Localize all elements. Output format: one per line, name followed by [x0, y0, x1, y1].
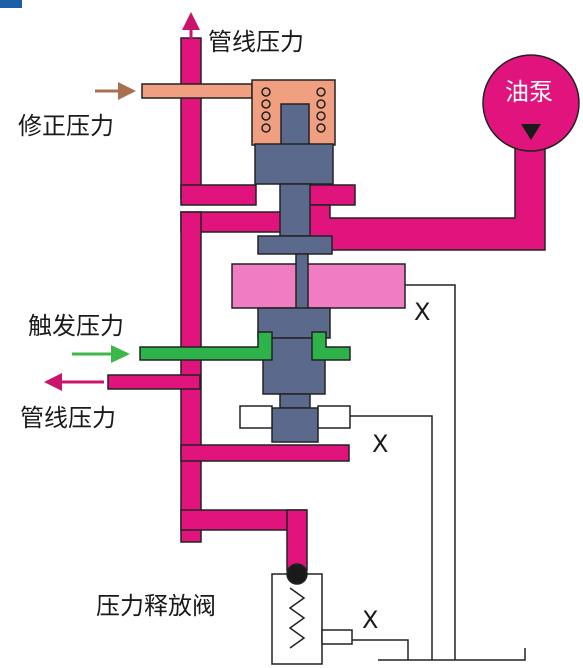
spool-neck-2 — [279, 393, 311, 409]
arrow-right-modified-icon — [118, 82, 136, 100]
spool-neck — [279, 183, 311, 237]
label-trigger-pressure: 触发压力 — [28, 312, 124, 340]
spool-mid-rod — [295, 253, 309, 315]
pump-outlet-top — [304, 184, 356, 206]
flow-arrows — [44, 12, 200, 391]
relief-valve — [271, 563, 353, 665]
relief-outlet — [321, 629, 353, 645]
label-exhaust-3: X — [362, 606, 378, 634]
upper-crosslink — [180, 184, 257, 206]
label-line-pressure-top: 管线压力 — [208, 28, 304, 56]
relief-feed-v — [286, 509, 308, 571]
arrow-left-icon — [44, 373, 62, 391]
label-modified-pressure: 修正压力 — [18, 112, 114, 140]
exhaust-port-left — [239, 405, 273, 429]
modified-pressure-inlet — [141, 83, 253, 99]
exhaust-tube-2 — [350, 415, 433, 660]
relief-spring — [288, 587, 306, 649]
arrow-right-trigger-icon — [111, 345, 130, 363]
spool-land-1 — [257, 235, 333, 255]
relief-ball — [286, 563, 308, 585]
label-exhaust-1: X — [414, 298, 430, 326]
exhaust-tube-3 — [328, 639, 409, 660]
spool-top-stem — [280, 103, 310, 147]
spool-bottom — [271, 407, 319, 443]
label-line-pressure-bottom: 管线压力 — [20, 404, 116, 432]
exhaust-drain — [378, 648, 526, 661]
exhaust-tube-1 — [405, 284, 456, 660]
pump-arrow-icon — [521, 124, 541, 140]
relief-valve-body — [271, 573, 323, 665]
oil-pump — [482, 54, 580, 152]
valve-land-right — [304, 263, 406, 309]
spring-coils — [261, 87, 326, 133]
corner-tab — [0, 0, 22, 8]
spool-head — [254, 143, 334, 185]
pump-circle — [482, 54, 580, 152]
trigger-pressure-channel — [139, 331, 351, 361]
arrow-up-icon — [182, 12, 200, 30]
lower-crosslink — [180, 444, 350, 462]
spool-valve — [231, 143, 406, 443]
exhaust-tubes — [328, 284, 526, 661]
label-relief-valve: 压力释放阀 — [96, 592, 216, 620]
trigger-channel-right — [311, 331, 351, 361]
label-pump: 油泵 — [505, 78, 553, 106]
outlet-bottom-channel — [107, 374, 201, 390]
trigger-channel-left — [139, 331, 273, 361]
modified-pressure-chamber — [141, 79, 336, 147]
line-pressure-channels — [107, 37, 546, 571]
valve-land-left — [231, 263, 299, 309]
exhaust-port-right — [317, 405, 351, 429]
exhaust-ports — [239, 405, 351, 429]
outlet-top-channel — [180, 37, 202, 199]
label-exhaust-2: X — [372, 430, 388, 458]
